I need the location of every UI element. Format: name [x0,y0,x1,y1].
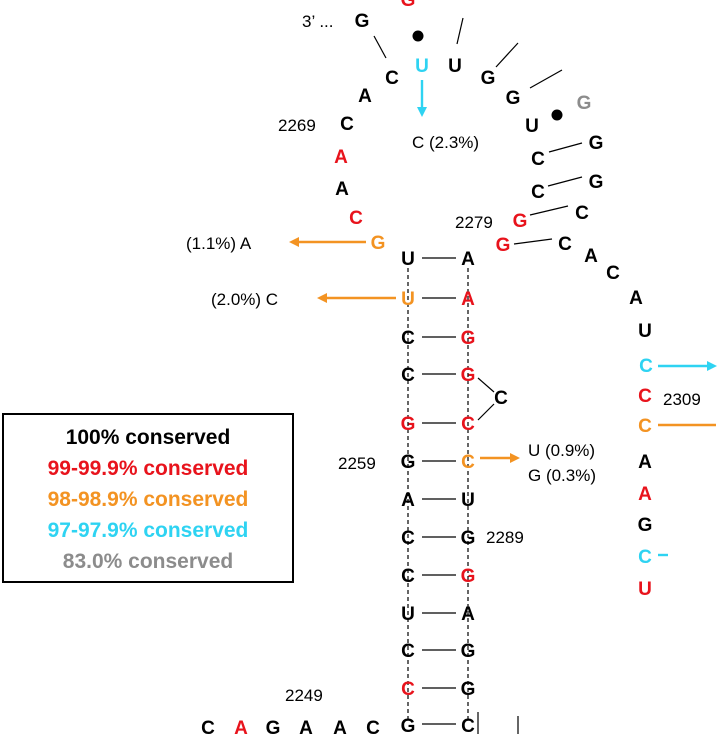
nucleotide: C [461,452,475,473]
nucleotide: C [606,263,620,284]
legend-item: 99-99.9% conserved [47,457,249,480]
variant-label: G (0.3%) [528,466,596,485]
variant-labels: C (2.3%) (1.1%) A (2.0%) C U (0.9%) G (0… [186,133,596,485]
nucleotide: G [401,716,416,734]
nucleotide: A [299,718,313,734]
noncanonical-pair-dot [412,30,424,42]
nucleotide: A [335,179,349,200]
nucleotide: C [401,365,415,386]
position-label-2279: 2279 [455,213,493,232]
nucleotide: A [584,246,598,267]
nucleotide: G [513,211,528,232]
nucleotide: G [461,566,476,587]
position-labels: 3’ ... 2269 2279 2259 2289 2249 2309 [278,12,701,705]
nucleotide: G [461,328,476,349]
legend-item: 97-97.9% conserved [47,519,249,542]
noncanonical-pair-dot [551,109,563,121]
position-label-2309: 2309 [663,390,701,409]
nucleotide: C [201,718,215,734]
nucleotide: G [401,414,416,435]
nucleotides: G G C A C A A C G U U G G U G C G C G G … [201,0,653,734]
nucleotide: C [638,386,652,407]
nucleotide: U [638,579,652,600]
nucleotide: C [558,234,572,255]
nucleotide: U [401,249,415,270]
nucleotide: A [234,718,248,734]
nucleotide: G [461,679,476,700]
nucleotide: A [638,484,652,505]
variant-label: (2.0%) C [211,290,278,309]
nucleotide: C [531,182,545,203]
position-label-2259: 2259 [338,454,376,473]
nucleotide: G [371,233,386,254]
nucleotide: G [506,88,521,109]
nucleotide: C [366,718,380,734]
nucleotide: C [461,716,475,734]
nucleotide: C [401,641,415,662]
nucleotide: C [461,414,475,435]
nucleotide: U [415,56,429,77]
nucleotide: G [481,68,496,89]
nucleotide: G [577,93,592,114]
nucleotide: C [401,328,415,349]
nucleotide: C [638,416,652,437]
nucleotide: A [638,452,652,473]
nucleotide: U [401,604,415,625]
conservation-legend: 100% conserved 99-99.9% conserved 98-98.… [2,413,294,583]
position-label-2289: 2289 [486,528,524,547]
nucleotide: A [461,289,475,310]
nucleotide: G [461,528,476,549]
nucleotide: A [461,249,475,270]
nucleotide: G [401,452,416,473]
nucleotide: G [355,11,370,32]
nucleotide: A [629,288,643,309]
nucleotide: G [589,172,604,193]
variant-arrows [289,80,717,557]
legend-item: 100% conserved [65,426,231,449]
nucleotide: C [639,356,653,377]
legend-item: 83.0% conserved [62,550,234,573]
nucleotide: A [461,604,475,625]
variant-label: U (0.9%) [528,441,595,460]
nucleotide: A [401,490,415,511]
variant-label: (1.1%) A [186,234,252,253]
nucleotide: G [589,133,604,154]
nucleotide: A [333,718,347,734]
nucleotide: A [358,86,372,107]
nucleotide: C [385,68,399,89]
nucleotide: U [448,56,462,77]
nucleotide: U [525,116,539,137]
three-prime-label: 3’ ... [302,12,334,31]
nucleotide: C [349,208,363,229]
nucleotide: C [575,203,589,224]
nucleotide: U [638,321,652,342]
variant-label: C (2.3%) [412,133,479,152]
position-label-2269: 2269 [278,116,316,135]
nucleotide: C [531,149,545,170]
nucleotide: C [638,547,652,568]
nucleotide: C [401,679,415,700]
backbone-lines [373,17,583,734]
nucleotide: U [461,490,475,511]
nucleotide: C [340,114,354,135]
nucleotide: G [496,235,511,256]
position-label-2249: 2249 [285,686,323,705]
nucleotide: G [461,641,476,662]
legend-item: 98-98.9% conserved [47,488,249,511]
nucleotide: C [401,528,415,549]
nucleotide: U [401,289,415,310]
nucleotide: C [494,388,508,409]
nucleotide: G [461,365,476,386]
nucleotide: C [401,566,415,587]
nucleotide: G [266,718,281,734]
nucleotide: G [401,0,416,11]
nucleotide: G [638,515,653,536]
nucleotide: A [334,147,348,168]
